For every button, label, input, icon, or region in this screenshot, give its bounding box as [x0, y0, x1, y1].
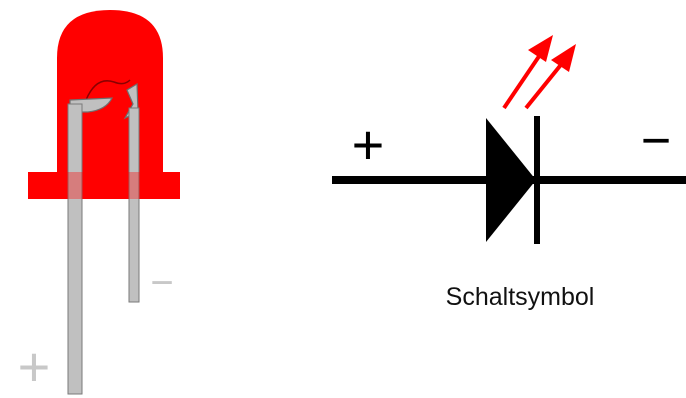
led-plus-label: +: [18, 335, 51, 398]
diode-triangle: [486, 118, 536, 242]
led-cathode-leg: [128, 107, 140, 303]
led-bond-wire: [85, 79, 131, 101]
led-anode-leg: [67, 103, 83, 395]
diode-schematic: + − Schaltsymbol: [332, 35, 686, 311]
led-illustration: − +: [18, 10, 180, 398]
diode-cathode-bar: [534, 116, 540, 244]
schematic-caption: Schaltsymbol: [446, 283, 595, 311]
light-emission-arrow-icon: [502, 35, 576, 110]
schematic-minus-label: −: [641, 112, 671, 170]
led-minus-label: −: [150, 261, 173, 305]
schematic-plus-label: +: [352, 113, 385, 176]
led-flange-overlay: [28, 172, 180, 199]
led-flange: [28, 172, 180, 199]
